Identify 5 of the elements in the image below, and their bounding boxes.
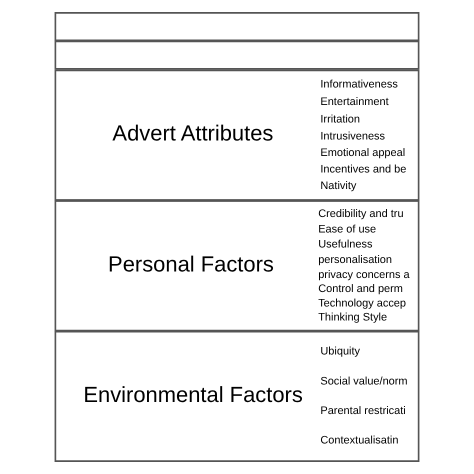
node-box: [54, 40, 420, 70]
node-box: Environmental Factors Ubiquity Social value/norm Parental restricati Contextualisatin: [54, 330, 420, 462]
node-box: Advert Attributes Informativeness Entertainment Irritation Intrusiveness Emotional appeal Incentives and be Nativity: [54, 70, 420, 201]
node-box: [54, 12, 420, 42]
node-box: Personal Factors Credibility and tru Ease of use Usefulness personalisation privacy concerns a Control and perm Technology accep Thinking Style: [54, 200, 420, 332]
